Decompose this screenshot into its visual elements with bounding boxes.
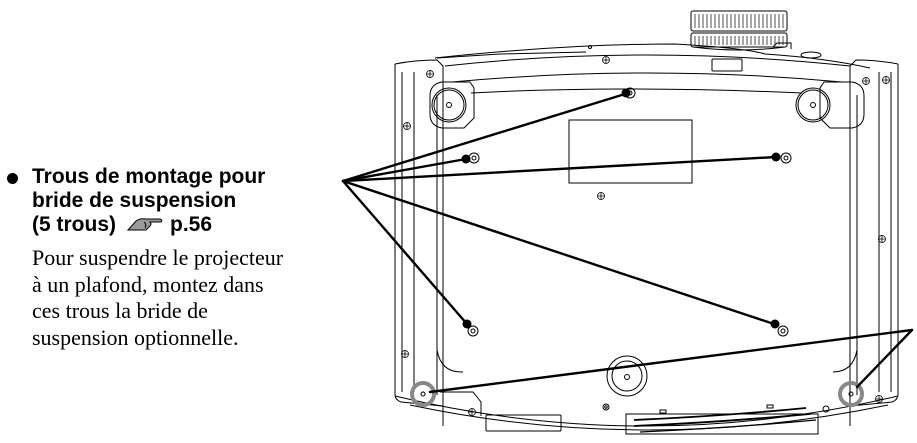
heading-line-3: (5 trous) p.56 xyxy=(32,213,346,237)
description-line-4: suspension optionnelle. xyxy=(32,324,239,350)
mounting-holes-callout: Trous de montage pour bride de suspensio… xyxy=(6,165,346,351)
description-line-2: à un plafond, montez dans xyxy=(32,271,264,297)
callout-heading: Trous de montage pour bride de suspensio… xyxy=(6,165,346,237)
heading-line-2: bride de suspension xyxy=(32,189,237,212)
description-line-3: ces trous la bride de xyxy=(32,298,208,323)
heading-holes-count: (5 trous) xyxy=(32,213,116,236)
callout-leader-lines xyxy=(341,92,914,394)
lens-ring-icon xyxy=(690,10,792,51)
heading-line-1: Trous de montage pour xyxy=(32,165,266,188)
page-reference-link[interactable]: p.56 xyxy=(170,213,213,236)
bullet-icon xyxy=(7,173,18,184)
pointing-hand-icon xyxy=(126,218,163,231)
description-line-1: Pour suspendre le projecteur xyxy=(32,245,284,270)
callout-description: Pour suspendre le projecteur à un plafon… xyxy=(6,245,346,351)
